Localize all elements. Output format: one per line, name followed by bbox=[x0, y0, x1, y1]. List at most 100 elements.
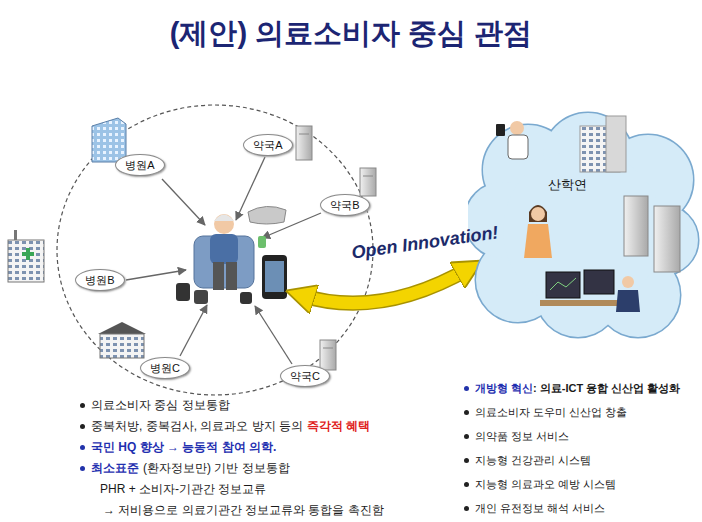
hospital-icon bbox=[100, 334, 144, 358]
node-label: 약국C bbox=[290, 369, 320, 383]
patient-figure bbox=[258, 236, 266, 248]
bullet-text: 지능형 의료과오 예방 시스템 bbox=[475, 476, 616, 492]
bullet-dot bbox=[80, 445, 85, 450]
bullet-dot bbox=[464, 434, 469, 439]
computer-figure bbox=[546, 272, 580, 298]
building-figure bbox=[580, 116, 626, 172]
patient-figure bbox=[210, 234, 238, 264]
flow-arrow bbox=[255, 306, 292, 364]
woman-figure bbox=[524, 224, 552, 258]
node-label: 병원C bbox=[150, 361, 180, 375]
building-figure bbox=[580, 126, 620, 172]
bullet-text: → 저비용으로 의료기관간 정보교류와 통합을 촉진함 bbox=[103, 502, 384, 518]
bullet-text: : 의료-ICT 융합 신산업 활성화 bbox=[533, 380, 680, 396]
open-innovation-arrow bbox=[300, 268, 470, 303]
bullet-text: 지능형 건강관리 시스템 bbox=[475, 452, 591, 468]
pharmacy-server-icon bbox=[323, 348, 333, 349]
dashed-circle bbox=[57, 105, 373, 395]
bullet-line: 개방형 혁신: 의료-ICT 융합 신산업 활성화 bbox=[475, 380, 680, 396]
bullet-dot bbox=[80, 424, 85, 429]
bullet-dot bbox=[80, 403, 85, 408]
hospital-icon bbox=[26, 248, 30, 260]
server-figure bbox=[654, 206, 680, 272]
bullet-dot bbox=[464, 506, 469, 511]
bullet-line: 지능형 건강관리 시스템 bbox=[475, 452, 591, 468]
open-innovation-arrow bbox=[300, 268, 470, 303]
researcher-figure bbox=[496, 124, 505, 136]
patient-figure bbox=[176, 283, 190, 301]
pharmacy-server-icon bbox=[296, 126, 312, 160]
computer-figure bbox=[550, 278, 576, 290]
bullet-dot bbox=[464, 410, 469, 415]
node-label: 병원A bbox=[125, 158, 154, 172]
researcher-figure bbox=[496, 121, 528, 159]
patient-figure bbox=[176, 206, 287, 304]
hospital-icon bbox=[98, 322, 146, 334]
bullet-dot bbox=[464, 482, 469, 487]
bullet-text: 최소표준 bbox=[91, 460, 139, 476]
site-oval: 병원A bbox=[115, 154, 164, 176]
bullet-line: PHR + 소비자-기관간 정보교류 bbox=[100, 481, 266, 497]
node-label: 약국B bbox=[330, 198, 359, 212]
computer-figure bbox=[616, 290, 640, 312]
bullet-text: (환자정보만) 기반 정보통합 bbox=[143, 460, 290, 476]
bullet-text: 의료소비자 도우미 신산업 창출 bbox=[475, 404, 627, 420]
patient-figure bbox=[214, 215, 234, 222]
title: (제안) 의료소비자 중심 관점 bbox=[0, 14, 702, 54]
pharmacy-server-icon bbox=[360, 168, 376, 196]
bullet-line: 지능형 의료과오 예방 시스템 bbox=[475, 476, 616, 492]
computer-figure bbox=[622, 276, 634, 288]
patient-figure bbox=[194, 290, 208, 304]
patient-figure bbox=[265, 261, 284, 292]
computer-figure bbox=[540, 300, 630, 306]
hospital-icon bbox=[8, 240, 44, 282]
cloud-region: 산학연 bbox=[468, 110, 700, 342]
node-label: 병원B bbox=[85, 273, 114, 287]
hospital-icon bbox=[14, 230, 17, 240]
bullet-line: 의약품 정보 서비스 bbox=[475, 428, 569, 444]
patient-figure bbox=[248, 206, 286, 224]
bullet-line: 중복처방, 중복검사, 의료과오 방지 등의즉각적 혜택 bbox=[91, 418, 370, 434]
hospital-icon bbox=[8, 118, 146, 358]
woman-figure bbox=[529, 205, 547, 222]
woman-figure bbox=[524, 205, 552, 258]
bullet-text: 개인 유전정보 해석 서비스 bbox=[475, 500, 605, 516]
patient-figure bbox=[240, 292, 252, 304]
computer-figure bbox=[584, 270, 614, 294]
bullet-text: 즉각적 혜택 bbox=[307, 418, 370, 434]
cloud-shape bbox=[503, 150, 663, 310]
server-figure bbox=[624, 196, 648, 256]
cloud-shape bbox=[468, 110, 700, 342]
bullet-text: 의료소비자 중심 정보통합 bbox=[91, 397, 230, 413]
node-label: 약국A bbox=[253, 138, 282, 152]
bullet-text: PHR + 소비자-기관간 정보교류 bbox=[100, 481, 266, 497]
flow-arrow bbox=[126, 270, 186, 280]
patient-figure bbox=[213, 262, 224, 290]
woman-figure bbox=[531, 207, 545, 221]
bullet-line: 의료소비자 중심 정보통합 bbox=[91, 397, 230, 413]
patient-figure bbox=[262, 255, 287, 299]
bullet-line: 최소표준(환자정보만) 기반 정보통합 bbox=[91, 460, 290, 476]
node-label: 산학연 bbox=[548, 177, 587, 193]
researcher-figure bbox=[508, 135, 528, 159]
bullet-text: 의약품 정보 서비스 bbox=[475, 428, 569, 444]
server-figure bbox=[624, 196, 680, 272]
site-oval: 약국A bbox=[243, 134, 292, 156]
pharmacy-server-icon bbox=[320, 340, 336, 370]
bullet-line: 개인 유전정보 해석 서비스 bbox=[475, 500, 605, 516]
bullet-text: 국민 HQ 향상 → 능동적 참여 의학. bbox=[91, 439, 276, 455]
flow-arrow bbox=[180, 305, 207, 356]
bullet-text: 개방형 혁신 bbox=[475, 380, 533, 396]
bullet-line: → 저비용으로 의료기관간 정보교류와 통합을 촉진함 bbox=[103, 502, 384, 518]
bullet-line: 의료소비자 도우미 신산업 창출 bbox=[475, 404, 627, 420]
pharmacy-server-icon bbox=[299, 134, 309, 135]
site-oval: 병원B bbox=[75, 269, 124, 291]
open-innovation-arrow bbox=[300, 268, 470, 303]
cloud-shape bbox=[503, 150, 663, 310]
bullet-text: 중복처방, 중복검사, 의료과오 방지 등의 bbox=[91, 418, 303, 434]
patient-figure bbox=[214, 214, 234, 234]
computer-figure bbox=[540, 270, 640, 312]
site-oval: 병원C bbox=[140, 357, 190, 379]
